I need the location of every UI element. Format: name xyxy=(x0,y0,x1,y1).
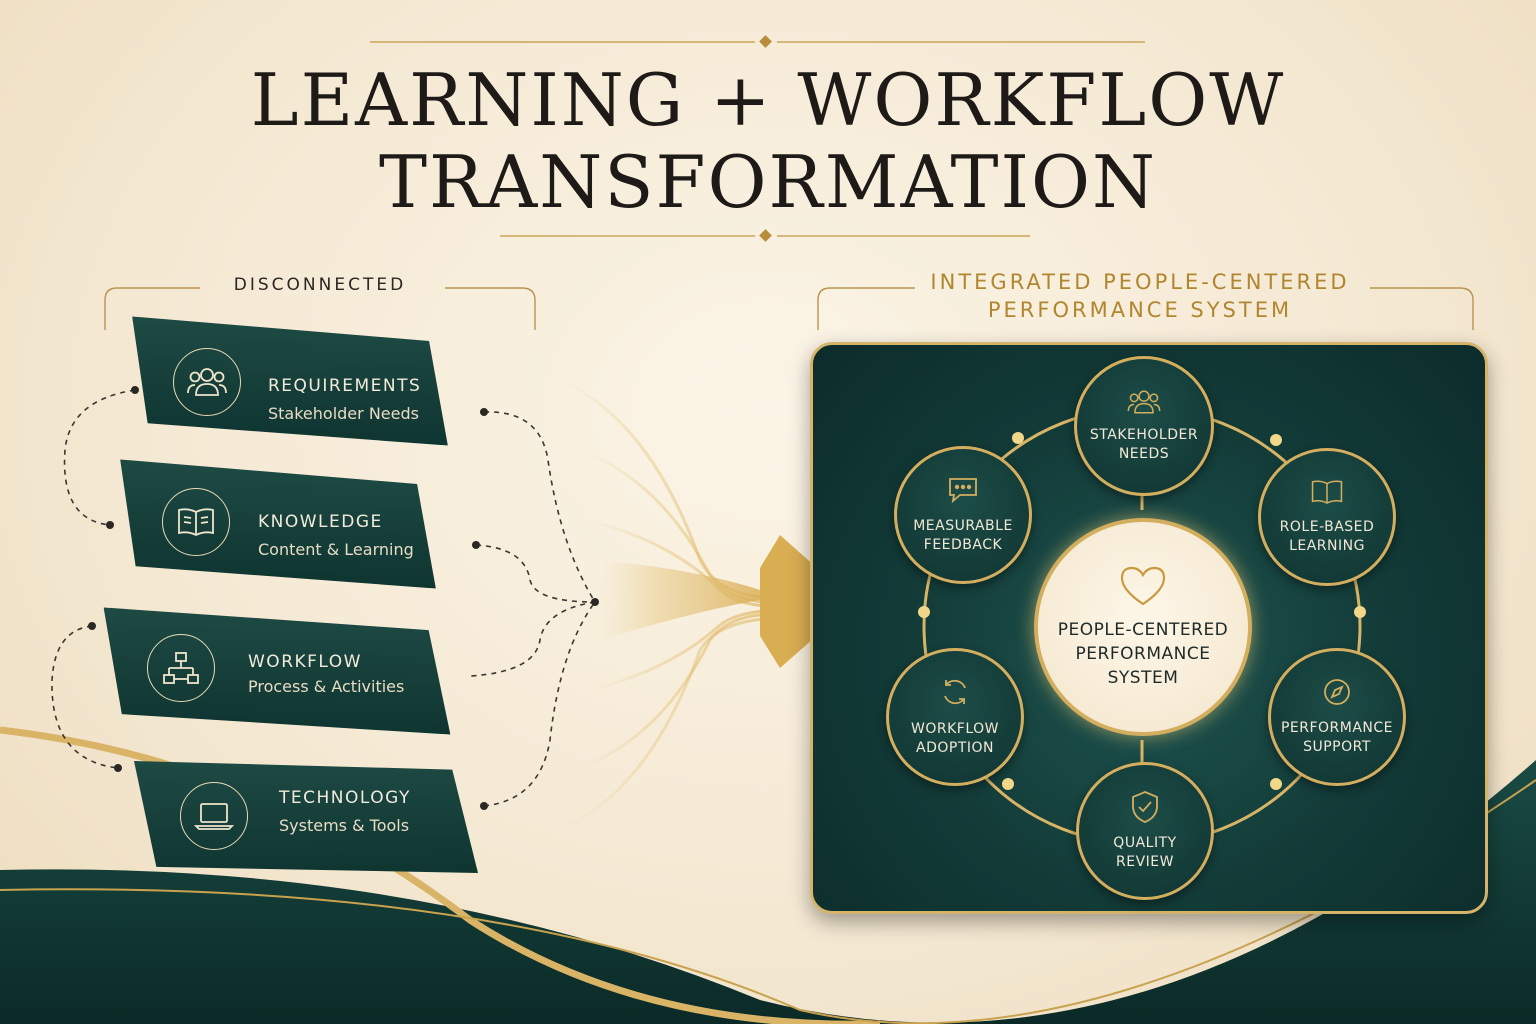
people-group-icon xyxy=(173,348,241,416)
bottom-wave-gold-line xyxy=(0,726,880,1024)
node-role-based-line-2: LEARNING xyxy=(1289,538,1365,554)
card-requirements-subtitle: Stakeholder Needs xyxy=(268,404,419,423)
integrated-system-label: INTEGRATED PEOPLE-CENTERED PERFORMANCE S… xyxy=(880,268,1400,324)
orbit-glow-dots xyxy=(918,432,1366,790)
node-role-based-learning: ROLE-BASED LEARNING xyxy=(1258,448,1396,586)
open-book-icon xyxy=(162,488,230,556)
bottom-wave-teal xyxy=(0,760,1536,1024)
card-workflow-subtitle: Process & Activities xyxy=(248,677,405,696)
node-performance-line-1: PERFORMANCE xyxy=(1280,720,1394,736)
node-quality-review: QUALITY REVIEW xyxy=(1076,762,1214,900)
center-node-line-3: SYSTEM xyxy=(1107,668,1179,688)
page-title-line-2: TRANSFORMATION xyxy=(378,140,1158,224)
center-node-line-1: PEOPLE-CENTERED xyxy=(1057,620,1229,640)
card-technology-title: TECHNOLOGY xyxy=(279,788,411,808)
disconnected-label: DISCONNECTED xyxy=(233,275,407,295)
node-stakeholder-needs: STAKEHOLDER NEEDS xyxy=(1074,356,1214,496)
cycle-arrows-icon xyxy=(944,679,966,705)
connector-dots xyxy=(88,386,599,810)
node-feedback-line-1: MEASURABLE xyxy=(913,518,1013,534)
card-knowledge-subtitle: Content & Learning xyxy=(258,540,414,559)
card-workflow-title: WORKFLOW xyxy=(248,652,362,672)
node-workflow-adoption-line-1: WORKFLOW xyxy=(911,721,999,737)
node-stakeholder-line-2: NEEDS xyxy=(1118,446,1170,462)
right-bracket xyxy=(817,287,1474,330)
card-knowledge-title: KNOWLEDGE xyxy=(258,512,383,532)
open-book-icon xyxy=(1311,480,1343,504)
node-measurable-feedback: MEASURABLE FEEDBACK xyxy=(894,446,1032,584)
center-node-line-2: PERFORMANCE xyxy=(1075,644,1211,664)
node-stakeholder-line-1: STAKEHOLDER xyxy=(1089,427,1199,443)
node-quality-line-2: REVIEW xyxy=(1116,854,1174,870)
integrated-label-line-1: INTEGRATED PEOPLE-CENTERED xyxy=(930,270,1350,294)
card-requirements-title: REQUIREMENTS xyxy=(268,376,422,396)
dashed-connectors xyxy=(51,389,596,807)
bottom-wave-gold-line-2 xyxy=(0,779,1536,1024)
node-quality-line-1: QUALITY xyxy=(1113,835,1177,851)
shield-check-icon xyxy=(1132,791,1158,823)
people-group-icon xyxy=(1127,390,1161,414)
org-chart-icon xyxy=(147,634,215,702)
left-bracket xyxy=(104,287,536,330)
compass-icon xyxy=(1324,679,1350,705)
page-title-line-1: LEARNING + WORKFLOW xyxy=(250,58,1286,142)
center-node: PEOPLE-CENTERED PERFORMANCE SYSTEM xyxy=(1034,518,1252,736)
node-role-based-line-1: ROLE-BASED xyxy=(1279,519,1375,535)
node-performance-line-2: SUPPORT xyxy=(1303,739,1371,755)
laptop-icon xyxy=(180,782,248,850)
integrated-label-line-2: PERFORMANCE SYSTEM xyxy=(987,298,1293,322)
heart-icon xyxy=(1120,566,1166,606)
flow-arrow xyxy=(559,378,855,832)
card-technology-subtitle: Systems & Tools xyxy=(279,816,410,835)
node-workflow-adoption: WORKFLOW ADOPTION xyxy=(886,648,1024,786)
node-feedback-line-2: FEEDBACK xyxy=(923,537,1003,553)
chat-bubble-icon xyxy=(949,478,977,504)
node-performance-support: PERFORMANCE SUPPORT xyxy=(1268,648,1406,786)
node-workflow-adoption-line-2: ADOPTION xyxy=(916,740,994,756)
